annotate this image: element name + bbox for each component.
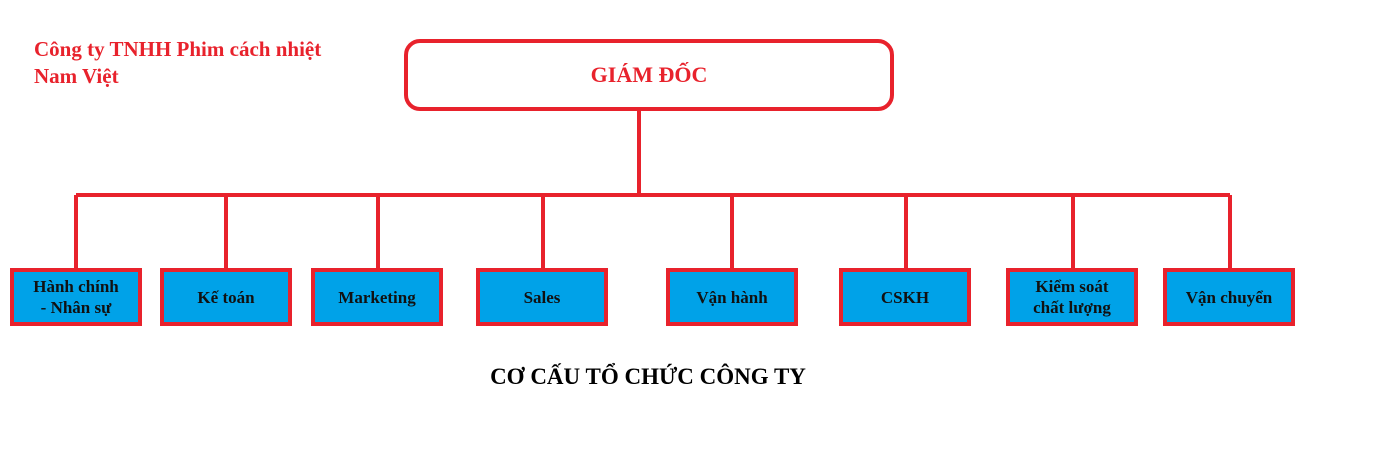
dept-label: CSKH <box>880 287 930 307</box>
dept-label: Vận hành <box>696 287 768 307</box>
diagram-caption: CƠ CẤU TỔ CHỨC CÔNG TY <box>490 364 806 389</box>
dept-box-cskh: CSKH <box>839 268 971 326</box>
director-label: GIÁM ĐỐC <box>590 62 708 87</box>
dept-box-sales: Sales <box>476 268 608 326</box>
dept-box-van-chuyen: Vận chuyển <box>1163 268 1295 326</box>
dept-box-marketing: Marketing <box>311 268 443 326</box>
director-box: GIÁM ĐỐC <box>404 39 894 111</box>
dept-box-kiem-soat-chat-luong: Kiểm soát chất lượng <box>1006 268 1138 326</box>
dept-label: Sales <box>523 287 561 307</box>
dept-box-van-hanh: Vận hành <box>666 268 798 326</box>
dept-label: Vận chuyển <box>1185 287 1273 307</box>
dept-label: Marketing <box>338 287 416 307</box>
dept-label: Kế toán <box>197 287 255 307</box>
dept-label: Kiểm soát chất lượng <box>1033 277 1111 317</box>
dept-label: Hành chính - Nhân sự <box>33 277 119 317</box>
company-name: Công ty TNHH Phim cách nhiệt Nam Việt <box>34 37 322 88</box>
dept-box-hanh-chinh-nhan-su: Hành chính - Nhân sự <box>10 268 142 326</box>
dept-box-ke-toan: Kế toán <box>160 268 292 326</box>
